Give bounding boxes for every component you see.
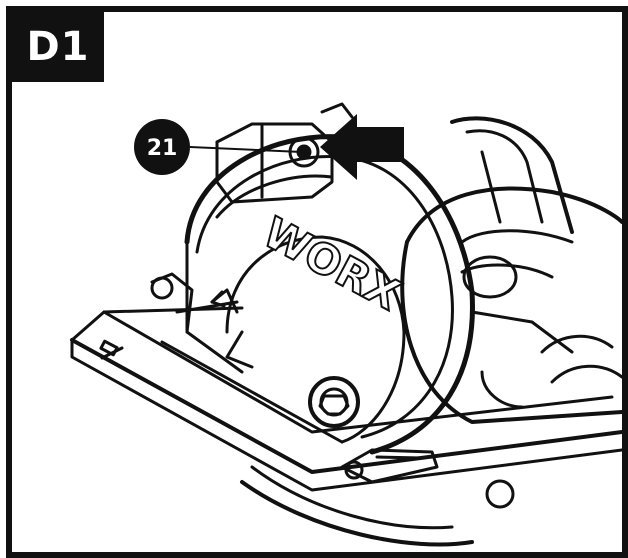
arrow-right-icon bbox=[320, 114, 404, 180]
circular-saw-drawing: WORX 21 bbox=[70, 102, 622, 547]
callout-number: 21 bbox=[147, 136, 178, 161]
front-bracket bbox=[150, 272, 239, 334]
callout-21: 21 bbox=[134, 119, 303, 175]
diagram-frame: D1 bbox=[6, 6, 628, 558]
blade-guard bbox=[184, 134, 475, 455]
guard-lever bbox=[340, 448, 439, 484]
base-plate bbox=[70, 306, 622, 492]
base-knob bbox=[485, 479, 515, 509]
saw-blade bbox=[225, 235, 406, 444]
motor-housing bbox=[400, 186, 622, 424]
step-label: D1 bbox=[12, 12, 104, 82]
brand-text: WORX bbox=[255, 208, 408, 320]
lower-blade bbox=[240, 480, 474, 547]
rear-handle bbox=[450, 116, 574, 234]
